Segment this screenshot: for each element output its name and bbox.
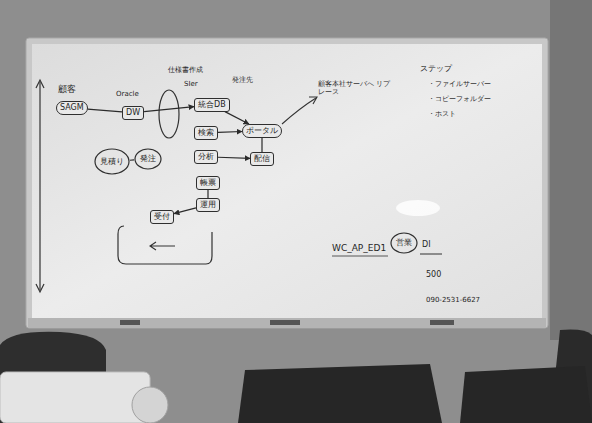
node-text: 統合DB bbox=[198, 100, 226, 110]
node-text: 検索 bbox=[198, 128, 214, 138]
handwritten-note: 顧客 bbox=[58, 84, 76, 95]
handwritten-note: 500 bbox=[426, 270, 441, 280]
process-box: 分析 bbox=[194, 150, 218, 164]
underline bbox=[332, 256, 388, 257]
circled-note: 発注 bbox=[134, 148, 162, 170]
process-box: ポータル bbox=[242, 124, 282, 138]
marker-tray bbox=[28, 318, 546, 328]
node-text: 帳票 bbox=[200, 178, 216, 188]
handwritten-note: ・ホスト bbox=[428, 110, 456, 118]
connector bbox=[130, 159, 134, 160]
connector bbox=[218, 131, 242, 133]
handwritten-note: 発注先 bbox=[232, 76, 253, 84]
process-box: 受付 bbox=[150, 210, 174, 224]
process-box: 統合DB bbox=[194, 98, 230, 112]
handwritten-note: Oracle bbox=[116, 90, 139, 98]
circled-note: 見積り bbox=[94, 148, 130, 175]
circled-note: 営業 bbox=[390, 232, 418, 254]
node-text: ポータル bbox=[246, 126, 278, 136]
node-text: 分析 bbox=[198, 152, 214, 162]
process-box: 検索 bbox=[194, 126, 218, 140]
loop-line bbox=[118, 226, 212, 264]
marker bbox=[430, 320, 454, 325]
eraser bbox=[270, 320, 300, 325]
node-text: 受付 bbox=[154, 212, 170, 222]
connector bbox=[218, 157, 250, 158]
node-text: 発注 bbox=[140, 154, 156, 164]
leader-line bbox=[282, 98, 316, 124]
circle-outline bbox=[391, 233, 417, 253]
handwritten-note: 仕様書作成 bbox=[168, 66, 203, 74]
projector-lens bbox=[132, 387, 168, 423]
board-arrow bbox=[36, 80, 44, 292]
handwritten-note: DI bbox=[422, 240, 431, 250]
connector bbox=[88, 109, 122, 112]
process-box: DW bbox=[122, 106, 144, 120]
connector bbox=[174, 208, 196, 214]
node-text: 見積り bbox=[100, 157, 124, 167]
circle-outline bbox=[135, 149, 161, 169]
handwritten-note: WC_AP_ED1 bbox=[332, 243, 386, 254]
connector bbox=[144, 107, 194, 112]
process-box: 運用 bbox=[196, 198, 220, 212]
leader-arrowhead bbox=[309, 97, 317, 104]
process-box: 帳票 bbox=[196, 176, 220, 190]
circle-outline bbox=[95, 149, 129, 174]
projector bbox=[0, 372, 150, 423]
laptop bbox=[460, 366, 592, 423]
handwritten-note: SIer bbox=[184, 80, 198, 88]
laptop bbox=[238, 364, 442, 423]
glare bbox=[396, 200, 440, 216]
oval-mark bbox=[159, 90, 179, 138]
handwritten-note: ・ファイルサーバー bbox=[428, 80, 491, 88]
wall-edge bbox=[550, 0, 592, 340]
handwritten-note: 顧客本社サーバへ リプレース bbox=[318, 80, 392, 97]
process-box: 配信 bbox=[250, 152, 274, 166]
process-box: SAGM bbox=[56, 101, 88, 115]
underline bbox=[420, 254, 442, 255]
handwritten-note: ステップ bbox=[420, 64, 452, 74]
node-text: 営業 bbox=[396, 238, 412, 248]
connector bbox=[261, 138, 262, 152]
loop-arrow bbox=[150, 242, 175, 250]
whiteboard bbox=[32, 44, 542, 318]
node-text: 運用 bbox=[200, 200, 216, 210]
board-frame bbox=[26, 38, 548, 328]
marker bbox=[120, 320, 140, 325]
node-text: 配信 bbox=[254, 154, 270, 164]
connector bbox=[207, 190, 208, 198]
node-text: DW bbox=[126, 108, 140, 118]
node-text: SAGM bbox=[60, 103, 84, 113]
handwritten-note: 090-2531-6627 bbox=[426, 296, 480, 304]
handwritten-note: ・コピーフォルダー bbox=[428, 95, 491, 103]
connector bbox=[225, 112, 249, 124]
